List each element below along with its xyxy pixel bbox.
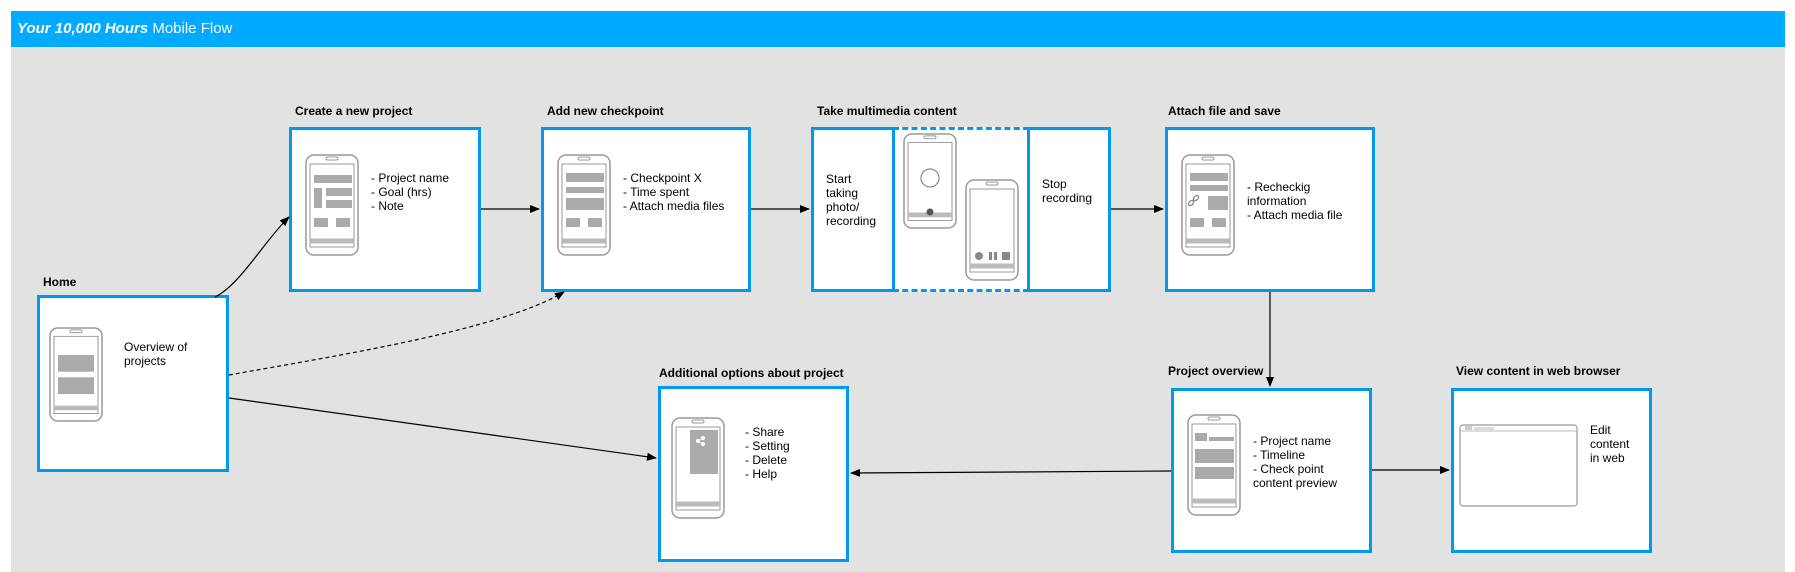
add-checkpoint-label: Add new checkpoint	[547, 104, 664, 118]
pause-icon	[989, 252, 997, 260]
edge-home-to-create	[214, 216, 290, 298]
phone-icon	[1182, 155, 1234, 255]
record-circle-icon	[920, 168, 940, 188]
home-label: Home	[43, 275, 77, 289]
take-multimedia-label: Take multimedia content	[817, 104, 957, 118]
additional-options-label: Additional options about project	[659, 366, 844, 380]
edge-overview-to-options	[850, 468, 1172, 477]
attach-save-label: Attach file and save	[1168, 104, 1281, 118]
phone-icon	[672, 418, 724, 518]
phone-icon	[50, 328, 102, 421]
phone-icon	[1188, 415, 1240, 515]
record-dot-icon	[926, 208, 934, 216]
create-project-text: - Project name - Goal (hrs) - Note	[371, 171, 450, 213]
create-project-label: Create a new project	[295, 104, 413, 118]
start-recording-box	[811, 127, 895, 292]
record-dot-icon	[975, 252, 983, 260]
project-overview-text: - Project name - Timeline - Check point …	[1253, 434, 1338, 490]
share-icon	[695, 435, 706, 447]
phone-icon	[558, 155, 610, 255]
additional-options-text: - Share - Setting - Delete - Help	[745, 425, 790, 481]
link-icon	[1187, 194, 1200, 207]
browser-window-icon	[1459, 424, 1578, 507]
stop-recording-text: Stop recording	[1042, 177, 1093, 205]
edge-home-to-checkpoint	[228, 291, 565, 376]
title-rest: Mobile Flow	[148, 20, 233, 37]
web-browser-text: Edit content in web	[1590, 423, 1630, 465]
stop-icon	[1002, 252, 1010, 260]
web-browser-label: View content in web browser	[1456, 364, 1621, 378]
home-text: Overview of projects	[124, 340, 188, 368]
edge-home-to-options	[228, 397, 657, 461]
phone-icon	[306, 155, 358, 255]
page-title: Your 10,000 Hours Mobile Flow	[11, 11, 1785, 47]
phone-icon	[966, 180, 1018, 280]
start-recording-text: Start taking photo/ recording	[826, 172, 877, 228]
attach-save-text: - Recheckig information - Attach media f…	[1247, 180, 1343, 222]
project-overview-label: Project overview	[1168, 364, 1264, 378]
add-checkpoint-text: - Checkpoint X - Time spent - Attach med…	[623, 171, 725, 213]
title-italic: Your 10,000 Hours	[17, 20, 149, 37]
stop-recording-box	[1027, 127, 1111, 292]
